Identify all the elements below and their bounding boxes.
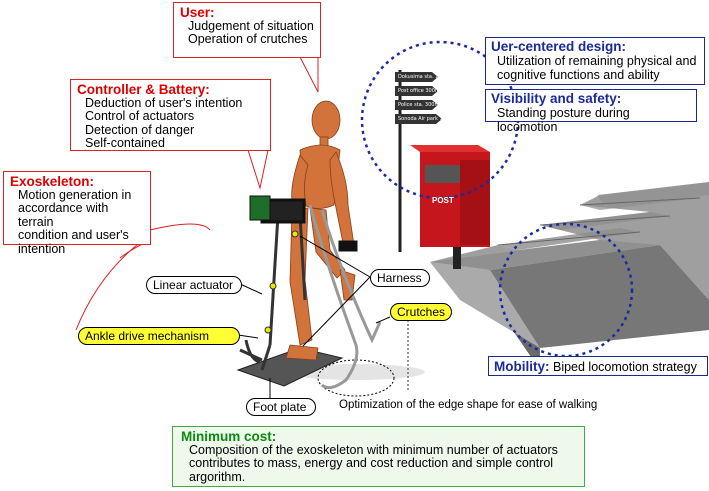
mobility-box: Mobility: Biped locomotion strategy [488, 356, 708, 376]
minimum-cost-line-1: Composition of the exoskeleton with mini… [189, 442, 558, 457]
controller-title: Controller & Battery: [77, 82, 210, 97]
stairs [430, 182, 709, 370]
controller-callout: Controller & Battery: Deduction of user'… [70, 79, 271, 151]
exoskeleton-line-1: Motion generation in [18, 187, 132, 202]
exoskeleton-line-2: accordance with terrain [18, 201, 109, 229]
minimum-cost-line-3: argorithm. [189, 469, 246, 484]
mannequin-figure [285, 100, 356, 361]
pointer-lines [237, 235, 391, 398]
mailbox [410, 145, 490, 269]
user-centered-line-1: Utilization of remaining physical and [497, 54, 697, 68]
controller-line-1: Deduction of user's intention [85, 95, 243, 110]
harness-label: Harness [370, 269, 430, 287]
controller-line-2: Control of actuators [85, 109, 195, 123]
mobility-title: Mobility: [494, 359, 550, 374]
crutches-label: Crutches [390, 303, 452, 321]
minimum-cost-box: Minimum cost: Composition of the exoskel… [172, 426, 585, 487]
user-line-2: Operation of crutches [188, 32, 308, 46]
linear-actuator-label: Linear actuator [146, 276, 242, 294]
controller-line-3: Detection of danger [85, 122, 195, 137]
signpost [395, 70, 442, 252]
sign-4: Sonoda Air park 1km [398, 116, 451, 122]
exoskeleton-frame [239, 195, 307, 371]
user-centered-box: Uer-centered design: Utilization of rema… [485, 37, 705, 85]
visibility-line: Standing posture during locomotion [497, 106, 630, 134]
exoskeleton-title: Exoskeleton: [10, 174, 95, 189]
mailbox-label: POST [432, 196, 454, 205]
sign-3: Police sta. 300m [398, 102, 440, 108]
mobility-circle [498, 222, 634, 358]
foot-plate-label: Foot plate [246, 398, 316, 416]
ankle-drive-label: Ankle drive mechanism [78, 327, 240, 345]
exoskeleton-callout: Exoskeleton: Motion generation in accord… [3, 171, 151, 255]
sign-1: Dokusima sta. 100m [398, 74, 450, 80]
edge-shape-caption: Optimization of the edge shape for ease … [339, 399, 598, 411]
minimum-cost-line-2: contributes to mass, energy and cost red… [189, 456, 554, 470]
user-callout: User: Judgement of situation Operation o… [173, 2, 321, 58]
user-centered-title: Uer-centered design: [491, 39, 627, 54]
mobility-text: Biped locomotion strategy [552, 360, 697, 374]
user-title: User: [180, 5, 215, 20]
visibility-title: Visibility and safety: [491, 91, 622, 106]
exoskeleton-line-4: intention [18, 241, 66, 256]
user-line-1: Judgement of situation [188, 18, 314, 33]
exoskeleton-line-3: condition and user's [18, 228, 129, 242]
minimum-cost-title: Minimum cost: [181, 429, 277, 444]
user-centered-line-2: cognitive functions and ability [497, 68, 660, 82]
visibility-box: Visibility and safety: Standing posture … [485, 89, 697, 134]
controller-line-4: Self-contained [85, 136, 165, 150]
sign-2: Post office 300m [398, 88, 440, 94]
